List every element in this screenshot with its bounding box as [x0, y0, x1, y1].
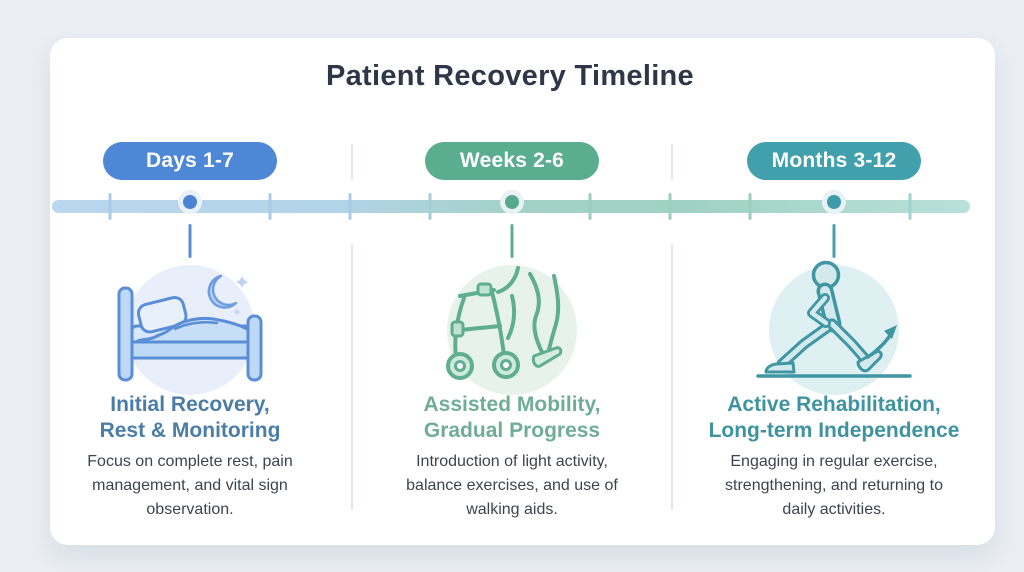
phase1-period-pill: Days 1-7: [103, 142, 277, 180]
timeline-tick: [588, 193, 592, 220]
timeline-node-phase2: [500, 190, 524, 214]
timeline-tick: [668, 193, 672, 220]
walker-assisted-mobility-icon: [446, 266, 563, 380]
section-divider: [671, 244, 673, 510]
node-connector-line: [510, 224, 514, 258]
section-divider: [351, 144, 353, 180]
phase2-description: Introduction of light activity, balance …: [406, 453, 618, 518]
timeline-tick: [908, 193, 912, 220]
timeline-node-phase1: [178, 190, 202, 214]
timeline-tick: [348, 193, 352, 220]
phase3-period-pill: Months 3-12: [747, 142, 921, 180]
infographic-card: Patient Recovery Timeline Days 1-7 Weeks…: [50, 38, 995, 545]
node-connector-line: [832, 224, 836, 258]
phase1-heading: Initial Recovery, Rest & Monitoring: [99, 393, 281, 442]
phase1-description: Focus on complete rest, pain management,…: [87, 453, 293, 518]
phase2-period-pill: Weeks 2-6: [425, 142, 599, 180]
crescent-moon-icon: [207, 274, 248, 316]
section-divider: [671, 144, 673, 180]
walking-person-progress-icon: [756, 260, 912, 378]
phase3-description: Engaging in regular exercise, strengthen…: [725, 453, 943, 518]
page-title: Patient Recovery Timeline: [325, 60, 694, 92]
timeline-tick: [748, 193, 752, 220]
timeline-tick: [428, 193, 432, 220]
hospital-bed-moon-icon: [117, 274, 263, 382]
section-divider: [351, 244, 353, 510]
node-connector-line: [188, 224, 192, 258]
phase2-heading: Assisted Mobility, Gradual Progress: [423, 393, 601, 442]
timeline-node-phase3: [822, 190, 846, 214]
progress-arrow-icon: [866, 325, 897, 359]
timeline-tick: [268, 193, 272, 220]
timeline-tick: [108, 193, 112, 220]
phase3-heading: Active Rehabilitation, Long-term Indepen…: [708, 393, 960, 442]
